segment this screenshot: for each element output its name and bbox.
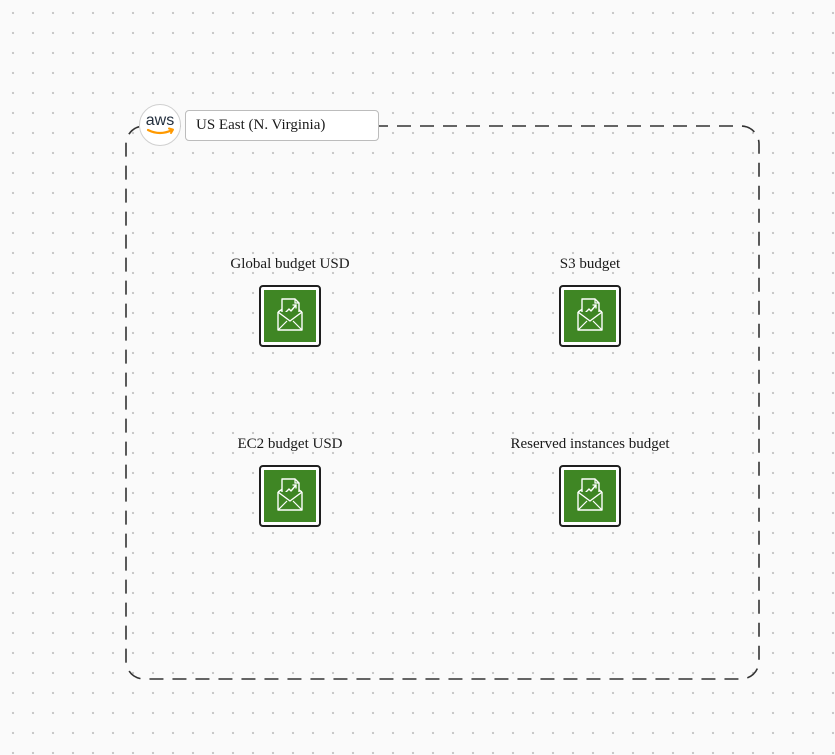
region-name-label[interactable]: US East (N. Virginia) <box>185 110 379 141</box>
aws-logo-text: aws <box>146 112 174 129</box>
node-label: EC2 budget USD <box>237 436 343 452</box>
aws-budgets-icon[interactable] <box>559 465 621 527</box>
aws-budgets-icon[interactable] <box>259 465 321 527</box>
node-ec2-budget: EC2 budget USD <box>190 435 390 527</box>
aws-budgets-icon[interactable] <box>559 285 621 347</box>
aws-logo-icon: aws <box>139 104 181 146</box>
node-label: Global budget USD <box>230 256 350 272</box>
node-label: Reserved instances budget <box>510 436 670 452</box>
node-label: S3 budget <box>559 256 621 272</box>
aws-region-group[interactable] <box>125 125 760 680</box>
region-dashed-border <box>125 125 760 680</box>
node-reserved-instances-budget: Reserved instances budget <box>490 435 690 527</box>
aws-budgets-icon[interactable] <box>259 285 321 347</box>
node-global-budget: Global budget USD <box>190 255 390 347</box>
node-s3-budget: S3 budget <box>490 255 690 347</box>
